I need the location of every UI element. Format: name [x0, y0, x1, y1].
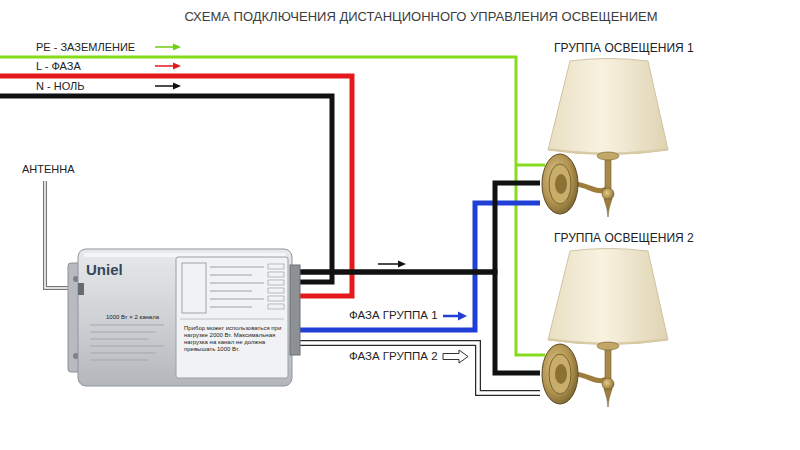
- antenna-label: АНТЕННА: [22, 163, 75, 175]
- sconce-illustration: [540, 228, 725, 410]
- terminal-block: [290, 265, 300, 355]
- group-heading: ГРУППА ОСВЕЩЕНИЯ 2: [554, 231, 694, 245]
- antenna-wire: [45, 181, 70, 288]
- text-wrap: ГРУППА ОСВЕЩЕНИЯ 1: [554, 38, 694, 56]
- wire-label: ФАЗА ГРУППА 1: [348, 309, 439, 321]
- wire-core: [300, 343, 540, 393]
- lamp-group: ГРУППА ОСВЕЩЕНИЯ 2: [540, 228, 725, 410]
- sticker-symbol: [268, 280, 284, 285]
- lamp-shade: [548, 249, 668, 345]
- sticker-print-line: [210, 266, 264, 267]
- lamp-finial: [604, 199, 612, 217]
- wire-label: ФАЗА ГРУППА 2: [348, 350, 439, 362]
- neutral-wire-out: [300, 183, 540, 272]
- body-print-line: [90, 324, 164, 325]
- rosette-boss: [555, 364, 567, 384]
- pe-arrow-head: [173, 44, 181, 51]
- sticker-print-line: [210, 282, 264, 283]
- lamp-cup: [597, 152, 619, 160]
- text-wrap: Прибор может использоваться при нагрузке…: [184, 325, 288, 353]
- label-wrap: N - НОЛЬ: [36, 80, 85, 92]
- group1-arrow-line: [443, 315, 459, 318]
- neutral-arrow-line: [155, 85, 174, 87]
- group-heading: ГРУППА ОСВЕЩЕНИЯ 1: [554, 41, 694, 55]
- device-body: [78, 249, 292, 386]
- phase-arrow-line: [155, 65, 174, 67]
- text-wrap: Uniel: [86, 261, 123, 279]
- body-print-line: [90, 338, 148, 339]
- lamp-knob: [602, 188, 614, 200]
- lamp-cup: [597, 342, 619, 350]
- phase-arrow-head: [173, 63, 181, 70]
- wire-legend-label: L - ФАЗА: [36, 60, 81, 72]
- neutral-wire-out: [300, 272, 540, 373]
- pe-wire-branch: [516, 164, 545, 167]
- sticker-print-line: [210, 298, 264, 299]
- title-wrap: СХЕМА ПОДКЛЮЧЕНИЯ ДИСТАНЦИОННОГО УПРАВЛЕ…: [0, 7, 800, 25]
- device-highlight: [84, 253, 286, 257]
- neutral-wire: [0, 96, 332, 282]
- lamp-group: ГРУППА ОСВЕЩЕНИЯ 1: [540, 38, 725, 220]
- wire-legend-label: PE - ЗАЗЕМЛЕНИЕ: [36, 41, 135, 53]
- text-wrap: 1000 Вт × 2 канала: [106, 305, 159, 323]
- group1-phase-wire: [300, 203, 540, 330]
- label-wrap: АНТЕННА: [22, 163, 75, 175]
- edge-label-wrap: ФАЗА ГРУППА 2: [348, 350, 439, 362]
- body-print-line: [90, 331, 156, 332]
- diagram-title: СХЕМА ПОДКЛЮЧЕНИЯ ДИСТАНЦИОННОГО УПРАВЛЕ…: [184, 9, 657, 24]
- rosette-boss: [555, 174, 567, 194]
- brand-name: Uniel: [86, 261, 123, 279]
- lamp-shade: [548, 59, 668, 155]
- wire-path: [300, 203, 540, 330]
- group1-arrow-head: [458, 312, 467, 321]
- body-print-line: [90, 345, 164, 346]
- sticker-symbol: [268, 288, 284, 293]
- edge-label-wrap: ФАЗА ГРУППА 1: [348, 309, 439, 321]
- sticker-diagram: [182, 263, 206, 313]
- wire-legend-label: N - НОЛЬ: [36, 80, 85, 92]
- wall-rosette: [542, 344, 578, 404]
- lamp-knob: [602, 378, 614, 390]
- sticker-divider: [180, 319, 284, 320]
- rating-text: 1000 Вт × 2 канала: [106, 314, 159, 321]
- sticker-symbol: [268, 272, 284, 277]
- wire-path: [300, 272, 540, 373]
- sticker-symbol: [268, 304, 284, 309]
- rosette-ring: [549, 164, 571, 204]
- group2-phase-wire: [300, 343, 540, 393]
- wire-outline: [300, 343, 540, 393]
- antenna-wire-core: [45, 181, 70, 288]
- sticker-print-line: [210, 306, 252, 307]
- body-print-line: [90, 352, 156, 353]
- wall-rosette: [542, 154, 578, 214]
- controller-box: Uniel 1000 Вт × 2 каналаПрибор может испо…: [68, 245, 300, 390]
- lamp-finial: [604, 389, 612, 407]
- sticker-symbol: [268, 264, 284, 269]
- sticker-symbol: [268, 296, 284, 301]
- sticker-print-line: [210, 274, 252, 275]
- sconce-illustration: [540, 38, 725, 220]
- body-print-line: [90, 359, 148, 360]
- label-wrap: PE - ЗАЗЕМЛЕНИЕ: [36, 41, 135, 53]
- group2-arrow: [443, 350, 468, 363]
- neutral-out-arrow-head: [398, 261, 406, 268]
- pe-arrow-line: [155, 46, 174, 48]
- device-sticker: [176, 257, 288, 378]
- rosette-ring: [549, 354, 571, 394]
- sticker-print-line: [210, 290, 252, 291]
- neutral-out-arrow-line: [378, 263, 399, 265]
- text-wrap: ГРУППА ОСВЕЩЕНИЯ 2: [554, 228, 694, 246]
- neutral-arrow-head: [173, 83, 181, 90]
- wire-path: [300, 183, 540, 272]
- label-wrap: L - ФАЗА: [36, 60, 81, 72]
- warning-text: Прибор может использоваться при нагрузке…: [184, 325, 288, 353]
- antenna-socket: [78, 283, 84, 295]
